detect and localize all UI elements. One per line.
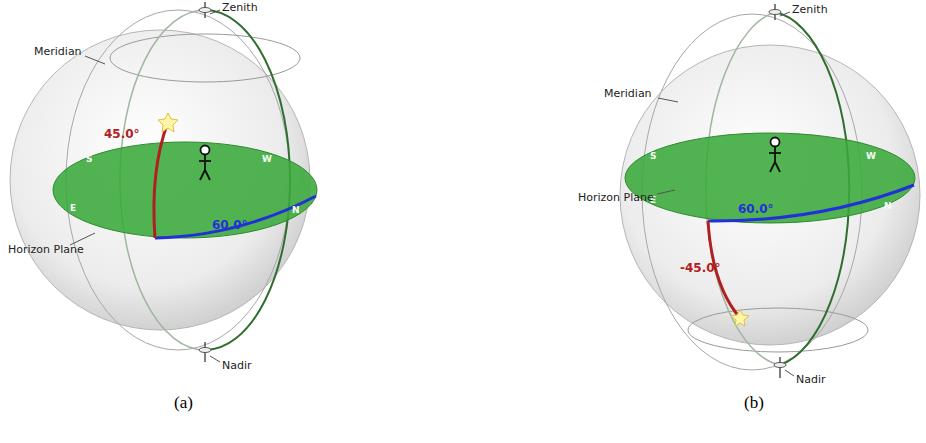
altitude-angle: -45.0° <box>680 262 721 275</box>
compass-letter: N <box>292 206 300 216</box>
compass-letter: S <box>86 155 92 165</box>
compass-letter: E <box>70 204 76 214</box>
horizon-label: Horizon Plane <box>578 192 654 204</box>
compass-letter: W <box>866 152 876 162</box>
compass-letter: S <box>650 152 656 162</box>
azimuth-angle: 60.0° <box>212 219 248 232</box>
compass-letter: W <box>262 155 272 165</box>
pole-label: Zenith <box>222 2 258 14</box>
subfigure-label: (b) <box>744 394 764 413</box>
subfigure-label: (a) <box>174 394 193 413</box>
altitude-angle: 45.0° <box>104 128 140 141</box>
horizon-label: Horizon Plane <box>8 244 84 256</box>
pole-label: Zenith <box>792 4 828 16</box>
meridian-label: Meridian <box>604 88 652 100</box>
pole-label: Nadir <box>222 360 252 372</box>
pole-label: Nadir <box>796 374 826 386</box>
compass-letter: N <box>884 202 892 212</box>
meridian-label: Meridian <box>34 46 82 58</box>
azimuth-angle: 60.0° <box>738 203 774 216</box>
